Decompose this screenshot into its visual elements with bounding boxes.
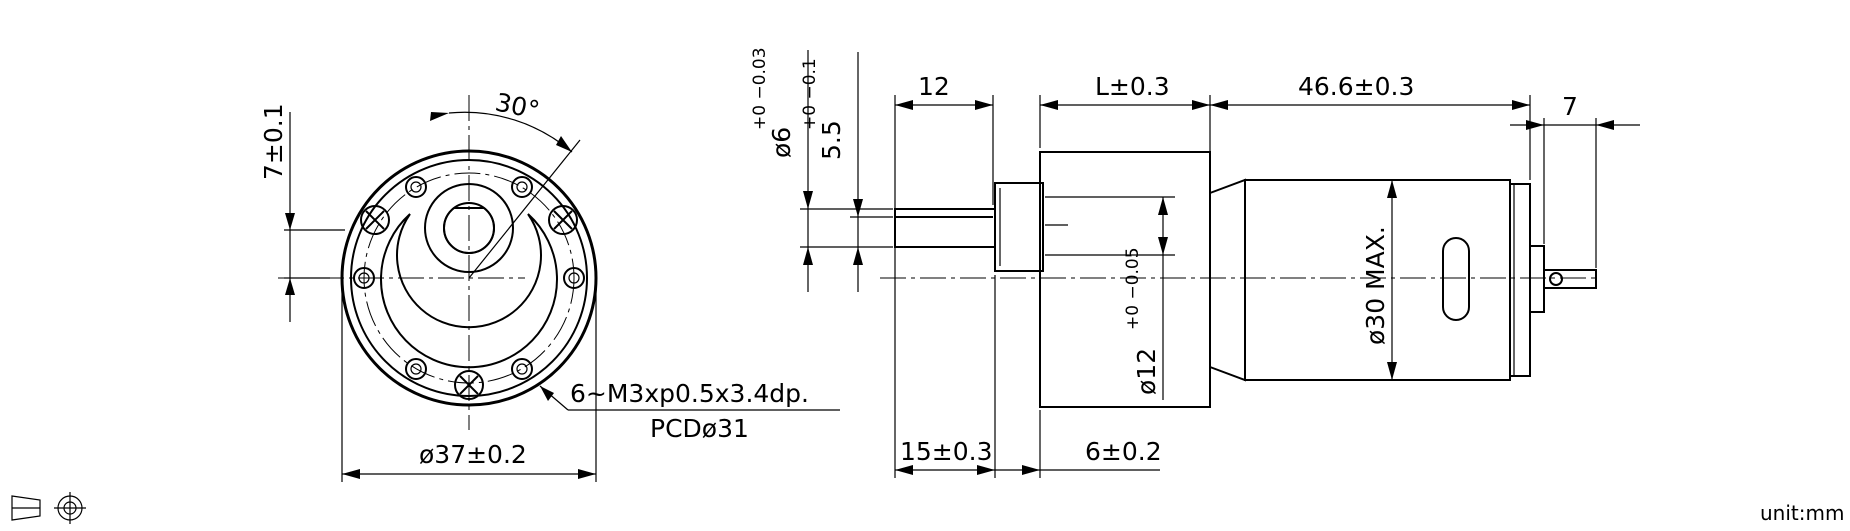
shaft-length-label: 12: [918, 72, 950, 101]
crescent-recess: [380, 213, 558, 369]
shaft-length-arrow-left: [895, 100, 913, 110]
shaft-dia-arrow-top: [803, 191, 813, 209]
flat-height-label: 7±0.1: [259, 103, 288, 180]
motor-dia-label: ø30 MAX.: [1361, 226, 1390, 345]
screw-leader-arrow: [540, 386, 554, 401]
angle-label: 30°: [493, 88, 542, 126]
flat-height-arrow-bottom: [285, 278, 295, 295]
boss-circle: [424, 183, 514, 273]
gearbox-length-arrow-right: [1192, 100, 1210, 110]
rear-shaft-arrow-right: [1596, 120, 1614, 130]
side-view: ø12 +0 −0.05 ø30 MAX. ø6 +0 −0.03 5.5 +0…: [750, 47, 1640, 478]
screw-holes: [353, 176, 585, 380]
motor-dia-arrow-top: [1387, 180, 1397, 198]
motor-length-label: 46.6±0.3: [1298, 72, 1414, 101]
pcd-circle: [363, 172, 575, 384]
rear-bushing: [1529, 245, 1545, 313]
motor-vent-slot: [1442, 237, 1470, 321]
motor-dia-arrow-bottom: [1387, 362, 1397, 380]
total-shaft-arrow-right: [977, 465, 995, 475]
total-shaft-label: 15±0.3: [900, 437, 993, 466]
output-shaft: [894, 208, 996, 248]
flat-height-tolerance: +0 −0.1: [800, 58, 820, 130]
motor-length-arrow-left: [1210, 100, 1228, 110]
flat-arrow-top: [853, 199, 863, 217]
flat-height-arrow-top: [285, 213, 295, 230]
gearbox-body: [1039, 151, 1211, 408]
shaft-length-arrow-right: [975, 100, 993, 110]
motor-endcap: [1509, 183, 1531, 377]
rear-shaft-arrow-left: [1526, 120, 1544, 130]
front-view: 30° 7±0.1 ø37±0.2 6~M3xp0.5x3.4dp. PCDø3…: [259, 88, 840, 482]
boss-dia-tolerance: +0 −0.05: [1123, 247, 1143, 330]
boss-dia-arrow-top: [1158, 197, 1168, 215]
flange-outline: [340, 149, 598, 407]
angle-arrow-left: [430, 112, 449, 121]
boss-length-label: 6±0.2: [1085, 437, 1162, 466]
rear-shaft-label: 7: [1562, 92, 1578, 121]
motor-length-arrow-right: [1512, 100, 1530, 110]
diameter-arrow-left: [342, 469, 360, 479]
boss-length-arrow-left: [1022, 465, 1040, 475]
flat-arrow-bottom: [853, 247, 863, 265]
flange-inner-ring: [350, 159, 588, 397]
boss-dia-arrow-bottom: [1158, 237, 1168, 255]
shaft-dia-label: ø6: [767, 127, 796, 158]
boss-dia-label: ø12: [1132, 348, 1161, 395]
angle-ref-line: [468, 139, 581, 279]
screw-spec-label: 6~M3xp0.5x3.4dp.: [570, 379, 809, 408]
mounting-screws: [360, 205, 578, 400]
diameter-label: ø37±0.2: [419, 440, 527, 469]
angle-arrow-right: [556, 136, 572, 152]
gearbox-length-arrow-left: [1040, 100, 1058, 110]
total-shaft-arrow-left: [895, 465, 913, 475]
rear-shaft-hole: [1549, 272, 1563, 286]
gearbox-neck: [1209, 178, 1246, 382]
first-angle-projection-icon: [11, 492, 86, 524]
shaft-dia-arrow-bottom: [803, 247, 813, 265]
pcd-label: PCDø31: [650, 414, 749, 443]
shaft-flat: [442, 207, 496, 254]
rear-shaft: [1543, 269, 1597, 289]
shaft-dia-tolerance: +0 −0.03: [750, 47, 770, 130]
unit-label: unit:mm: [1760, 501, 1844, 525]
flat-height-side-label: 5.5: [817, 120, 846, 160]
diameter-arrow-right: [578, 469, 596, 479]
gearbox-length-label: L±0.3: [1095, 72, 1170, 101]
boss: [994, 182, 1044, 272]
